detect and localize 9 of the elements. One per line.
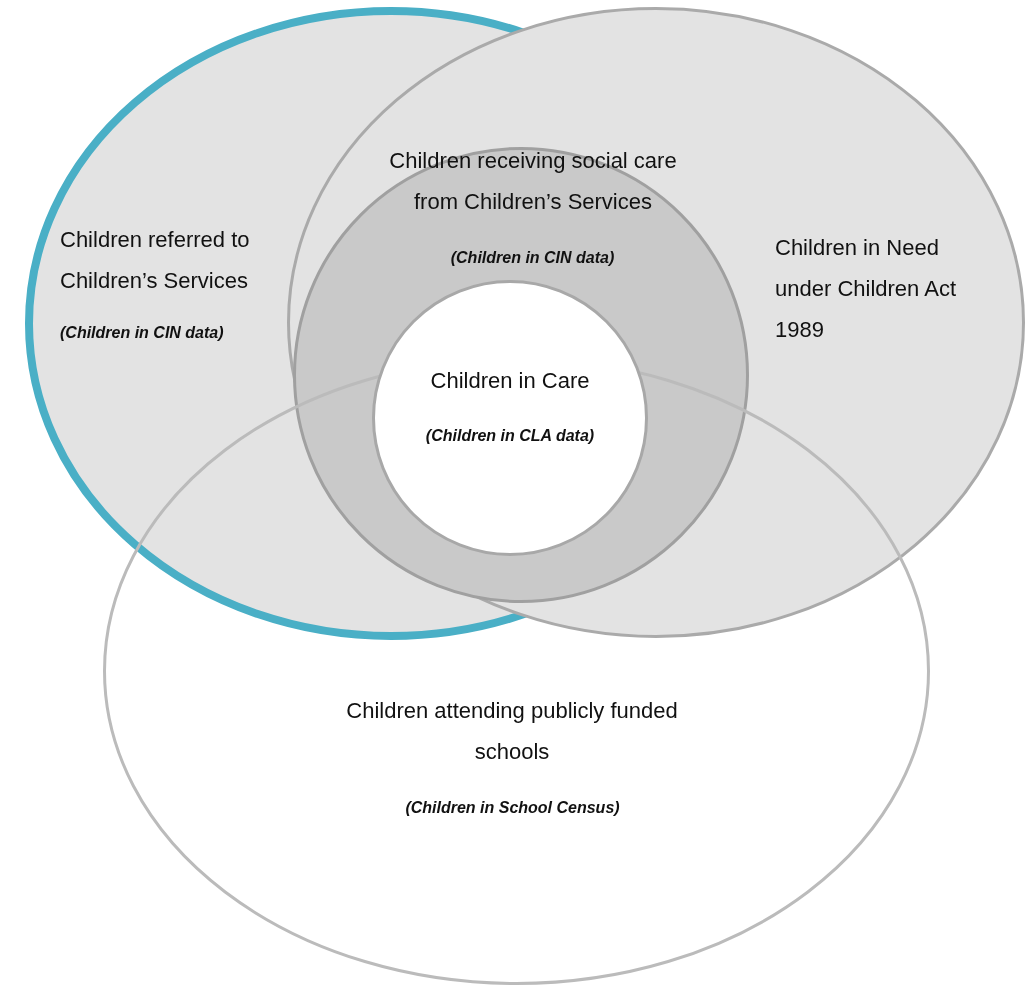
data-source-note: (Children in CLA data) [424, 426, 596, 446]
set-label: Children receiving social care from Children’s Services [388, 147, 678, 216]
data-source-note: (Children in CIN data) [60, 323, 225, 343]
data-source-note: (Children in School Census) [404, 798, 621, 818]
set-label: Children referred to Children’s Services [60, 226, 251, 295]
set-label: Children attending publicly funded schools [345, 697, 679, 766]
set-label: Children in Care [429, 367, 591, 395]
data-source-note: (Children in CIN data) [449, 248, 616, 268]
set-label: Children in Need under Children Act 1989 [775, 234, 957, 344]
